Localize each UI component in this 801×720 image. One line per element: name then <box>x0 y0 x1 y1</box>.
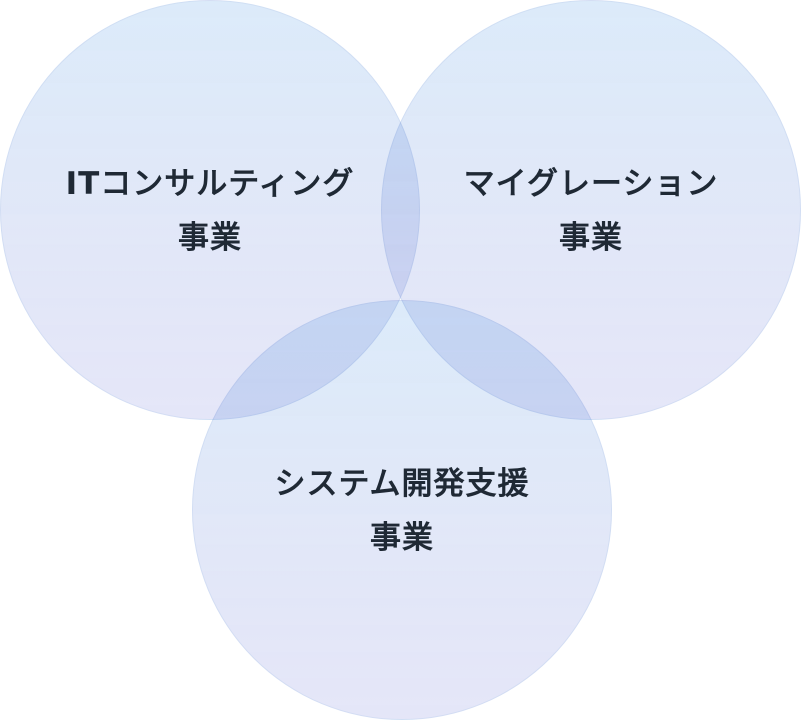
label-it-consulting-line2: 事業 <box>178 220 242 256</box>
label-migration: マイグレーション 事業 <box>381 157 801 265</box>
label-system-development-support-line2: 事業 <box>370 520 434 556</box>
label-migration-line1: マイグレーション <box>463 166 719 202</box>
label-migration-line2: 事業 <box>559 220 623 256</box>
label-it-consulting: ITコンサルティング 事業 <box>0 157 420 265</box>
label-system-development-support-line1: システム開発支援 <box>274 466 530 502</box>
label-system-development-support: システム開発支援 事業 <box>192 457 612 565</box>
label-it-consulting-line1: ITコンサルティング <box>65 166 355 202</box>
